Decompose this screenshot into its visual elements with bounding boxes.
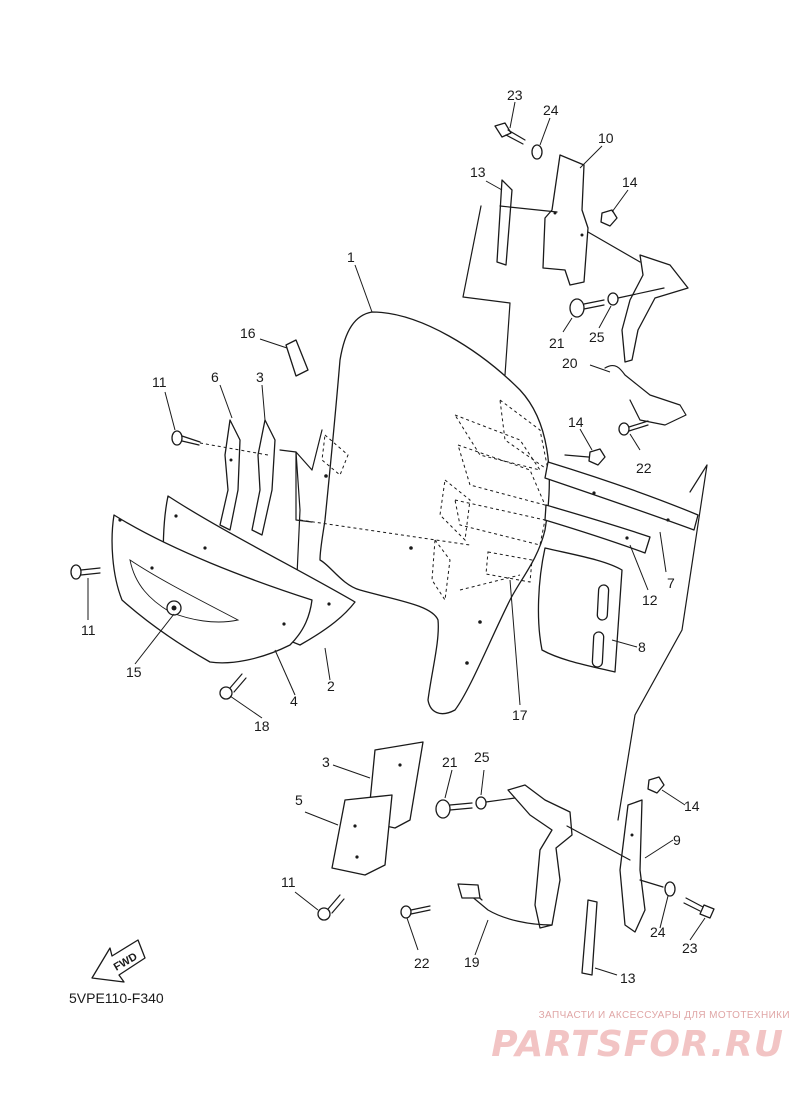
part-18-screw (219, 673, 247, 700)
callout-11: 11 (81, 622, 96, 638)
callout-25: 25 (474, 749, 490, 765)
callout-labels: 23 24 10 13 14 1 21 25 16 20 11 6 3 14 2… (81, 87, 700, 986)
part-5-bracket (331, 794, 393, 876)
part-9-bracket (619, 799, 646, 933)
callout-24: 24 (650, 924, 666, 940)
callout-24: 24 (543, 102, 559, 118)
windshield (299, 311, 550, 715)
callout-14: 14 (622, 174, 638, 190)
callout-3: 3 (256, 369, 264, 385)
callout-23: 23 (507, 87, 523, 103)
part-7-trim (544, 461, 699, 531)
part-10-bracket (542, 154, 589, 286)
assembly-boundary-right (617, 464, 708, 821)
bracket-spacer (279, 449, 313, 523)
callout-22: 22 (414, 955, 430, 971)
callout-4: 4 (290, 693, 298, 709)
part-6-bracket (219, 419, 241, 531)
callout-11: 11 (281, 874, 296, 890)
callout-22: 22 (636, 460, 652, 476)
callout-7: 7 (667, 575, 675, 591)
callout-1: 1 (347, 249, 355, 265)
part-4-emblem-panel (111, 514, 313, 664)
callout-20: 20 (562, 355, 578, 371)
part-16-label (285, 339, 309, 377)
part-24-washer-bot (664, 881, 676, 897)
callout-5: 5 (295, 792, 303, 808)
part-13-plate-top (496, 179, 513, 266)
part-20-stay (604, 254, 689, 426)
assembly-boundary-left (295, 429, 323, 576)
callout-8: 8 (638, 639, 646, 655)
callout-13: 13 (620, 970, 636, 986)
callout-9: 9 (673, 832, 681, 848)
callout-15: 15 (126, 664, 142, 680)
callout-21: 21 (442, 754, 458, 770)
callout-10: 10 (598, 130, 614, 146)
callout-25: 25 (589, 329, 605, 345)
bolt-line-21-top (617, 287, 665, 299)
part-13-plate-bot (581, 899, 598, 976)
callout-21: 21 (549, 335, 565, 351)
callout-23: 23 (682, 940, 698, 956)
part-25-washer-top (607, 292, 619, 306)
part-14-nut-bot (647, 776, 665, 794)
callout-14: 14 (684, 798, 700, 814)
callout-19: 19 (464, 954, 480, 970)
callout-11: 11 (152, 374, 167, 390)
callout-3: 3 (322, 754, 330, 770)
bolt-line-9 (566, 825, 664, 888)
part-24-washer-top (531, 144, 543, 160)
fwd-arrow-icon: FWD (91, 939, 146, 983)
callout-18: 18 (254, 718, 270, 734)
callout-6: 6 (211, 369, 219, 385)
part-21-bolt-bot (435, 799, 473, 819)
diagram-code: 5VPE110-F340 (69, 990, 164, 1006)
callout-17: 17 (512, 707, 528, 723)
part-19-bracket (457, 784, 573, 929)
watermark-logo: PARTSFOR.RU (491, 1024, 784, 1065)
part-22-bolt-bot (400, 905, 431, 919)
part-22-bolt-top (618, 420, 649, 436)
part-23-bolt-top (494, 122, 526, 145)
assembly-boundary-top (462, 205, 511, 376)
part-11-screw-c (317, 894, 345, 921)
part-14-nut-top (600, 209, 618, 227)
watermark-tagline: ЗАПЧАСТИ И АКСЕССУАРЫ ДЛЯ МОТОТЕХНИКИ (538, 1010, 790, 1021)
part-11-screw-b (70, 564, 101, 580)
leader-lines (87, 101, 706, 976)
bolt-line-top (499, 205, 641, 263)
callout-13: 13 (470, 164, 486, 180)
part-14-nut-mid (588, 448, 606, 466)
part-3-bracket-upper (251, 419, 276, 536)
part-11-screw-a (171, 430, 269, 456)
part-8-panel (537, 547, 623, 673)
part-25-washer-bot (475, 796, 487, 810)
bolt-line-21-bot (485, 797, 516, 803)
callout-16: 16 (240, 325, 256, 341)
part-21-bolt-top (569, 298, 605, 318)
part-12-trim (544, 504, 651, 554)
part-23-bolt-bot (683, 897, 715, 919)
callout-14: 14 (568, 414, 584, 430)
callout-12: 12 (642, 592, 658, 608)
callout-2: 2 (327, 678, 335, 694)
